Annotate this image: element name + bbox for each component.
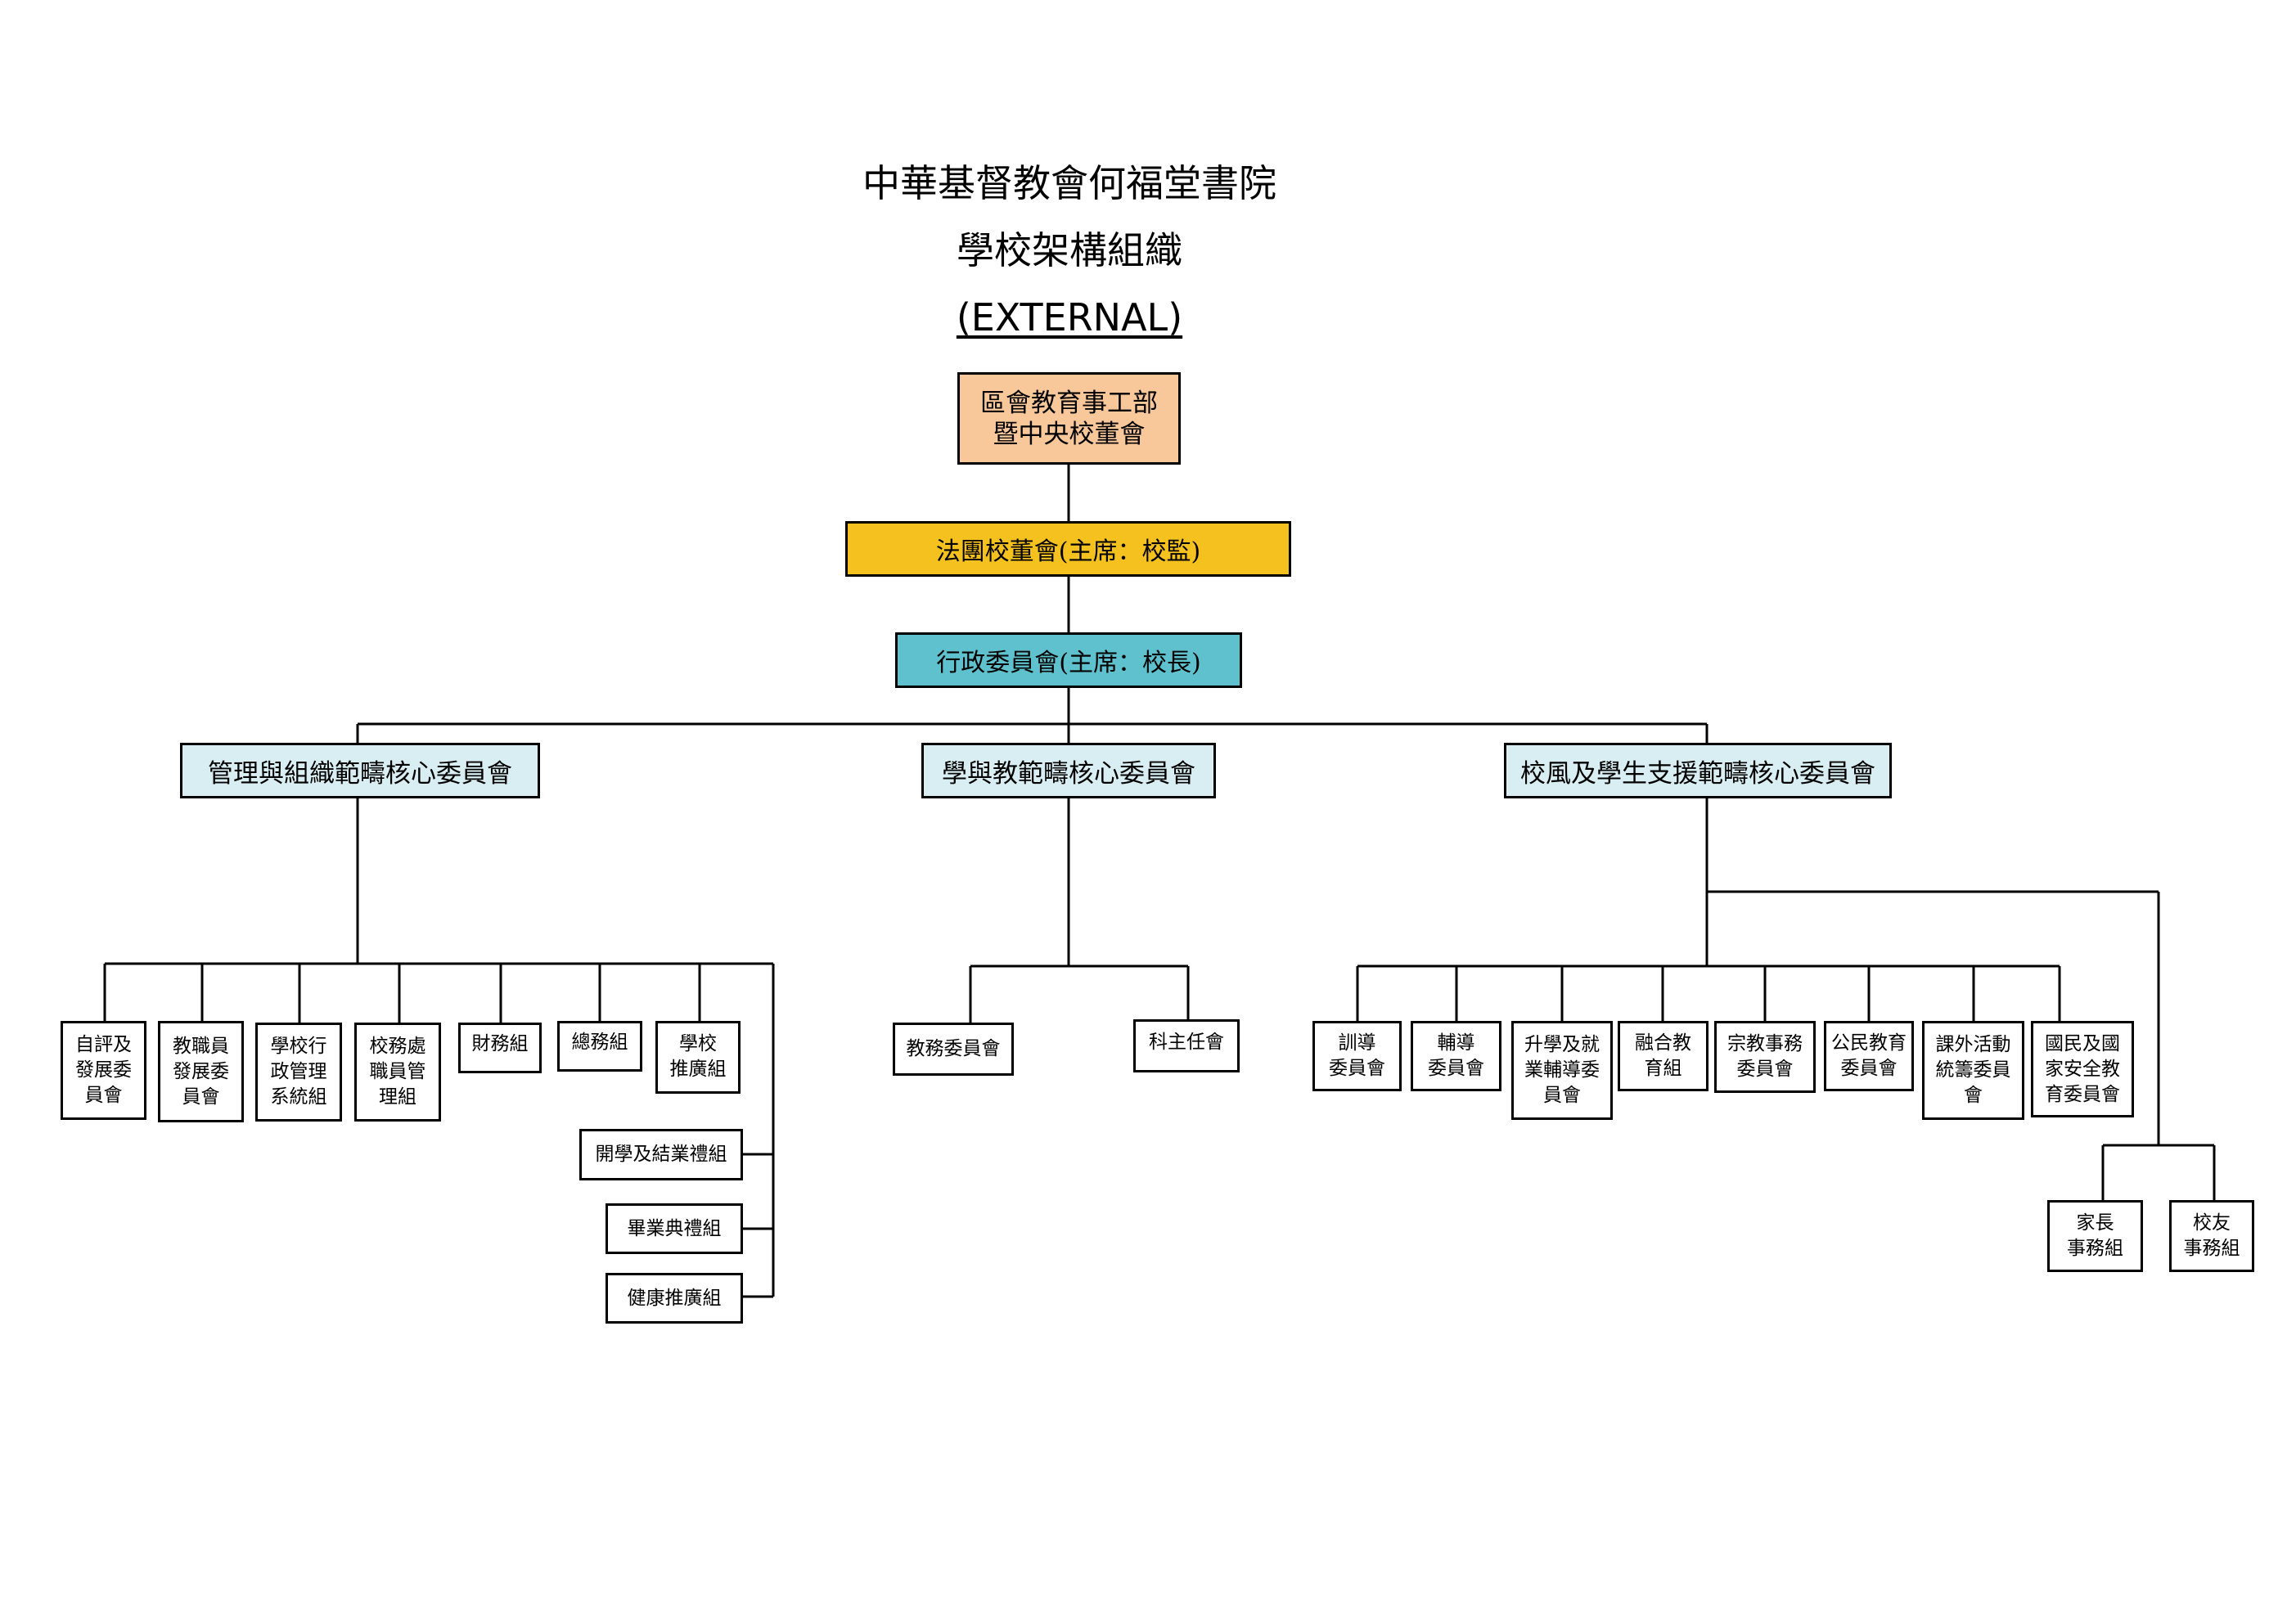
chart-subtitle: 學校架構組織 (957, 228, 1182, 272)
management-group-node: 學校推廣組 (655, 1021, 741, 1094)
support-group-node: 公民教育委員會 (1824, 1021, 1914, 1091)
management-core-committee-node: 管理與組織範疇核心委員會 (180, 743, 540, 798)
school-name-title: 中華基督教會何福堂書院 (862, 161, 1276, 205)
support-side-group-node: 校友事務組 (2169, 1200, 2254, 1272)
support-group-node: 課外活動統籌委員會 (1922, 1021, 2024, 1120)
student-support-core-committee-node: 校風及學生支援範疇核心委員會 (1504, 743, 1892, 798)
learning-group-node: 教務委員會 (893, 1023, 1014, 1076)
incorporated-management-committee-node: 法團校董會(主席：校監) (845, 521, 1291, 577)
administrative-committee-node: 行政委員會(主席：校長) (895, 632, 1242, 688)
learning-teaching-core-committee-node: 學與教範疇核心委員會 (921, 743, 1216, 798)
management-side-group-node: 畢業典禮組 (606, 1203, 743, 1254)
management-side-group-node: 開學及結業禮組 (579, 1129, 743, 1180)
management-group-node: 校務處職員管理組 (354, 1023, 441, 1122)
external-label: (EXTERNAL) (956, 295, 1183, 339)
management-group-node: 教職員發展委員會 (158, 1021, 244, 1122)
regional-education-council-node: 區會教育事工部 暨中央校董會 (957, 372, 1181, 465)
support-group-node: 訓導委員會 (1312, 1021, 1402, 1091)
support-group-node: 輔導委員會 (1411, 1021, 1501, 1091)
learning-group-node: 科主任會 (1133, 1019, 1240, 1072)
management-group-node: 自評及發展委員會 (61, 1021, 146, 1120)
management-side-group-node: 健康推廣組 (606, 1273, 743, 1324)
support-group-node: 國民及國家安全教育委員會 (2031, 1021, 2134, 1117)
support-group-node: 宗教事務委員會 (1714, 1021, 1816, 1093)
support-group-node: 融合教育組 (1618, 1021, 1708, 1091)
management-group-node: 學校行政管理系統組 (255, 1023, 342, 1122)
management-group-node: 總務組 (557, 1021, 642, 1072)
support-side-group-node: 家長事務組 (2047, 1200, 2143, 1272)
support-group-node: 升學及就業輔導委員會 (1511, 1021, 1613, 1120)
management-group-node: 財務組 (458, 1023, 542, 1073)
